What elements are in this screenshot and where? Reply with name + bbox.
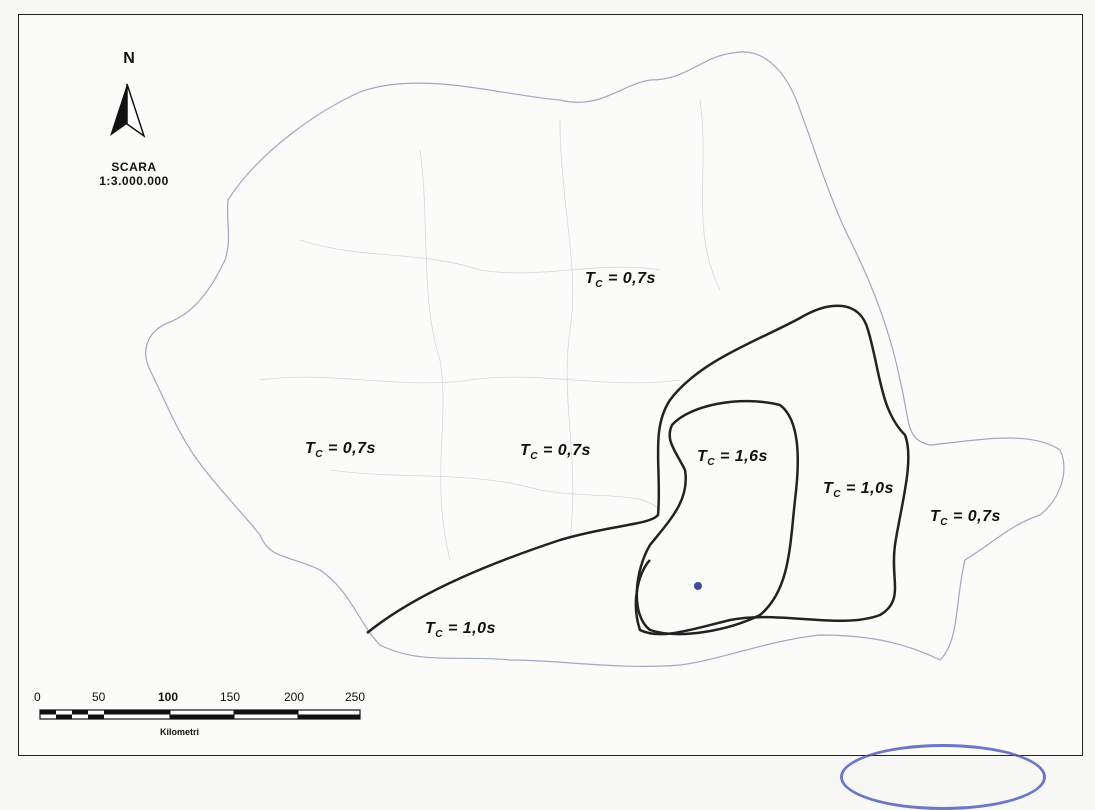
scale-ratio: 1:3.000.000 — [99, 174, 169, 188]
zone-tc-07-center: TC = 0,7s — [520, 442, 591, 463]
zone-tc-10-east: TC = 1,0s — [823, 480, 894, 501]
scale-tick-label: 100 — [158, 690, 179, 704]
scale-tick-label: 250 — [345, 690, 366, 704]
capital-marker — [694, 582, 702, 590]
country-outline — [145, 51, 1065, 667]
zone-boundary-1-0s — [366, 304, 910, 636]
north-arrow-icon — [110, 83, 146, 138]
stamp-seal — [840, 744, 1046, 810]
scale-unit: Kilometri — [160, 727, 200, 737]
county-lines — [259, 99, 721, 561]
map-canvas — [39, 51, 1065, 720]
zone-tc-16: TC = 1,6s — [697, 448, 768, 469]
scale-tick-label: 150 — [220, 690, 241, 704]
north-indicator: N — [104, 50, 154, 68]
scale-title: SCARA 1:3.000.000 — [84, 160, 184, 188]
zone-tc-07-west: TC = 0,7s — [305, 440, 376, 461]
north-letter: N — [123, 50, 135, 67]
scale-tick-label: 200 — [284, 690, 305, 704]
zone-tc-07-east: TC = 0,7s — [930, 508, 1001, 529]
zone-tc-07-north: TC = 0,7s — [585, 270, 656, 291]
scale-tick-label: 0 — [34, 690, 41, 704]
map-frame — [18, 14, 1083, 756]
scale-title-word: SCARA — [111, 160, 157, 174]
scale-tick-label: 50 — [92, 690, 106, 704]
scale-bar — [39, 709, 361, 720]
zone-boundary-1-6s — [635, 399, 799, 636]
zone-tc-10-south: TC = 1,0s — [425, 620, 496, 641]
